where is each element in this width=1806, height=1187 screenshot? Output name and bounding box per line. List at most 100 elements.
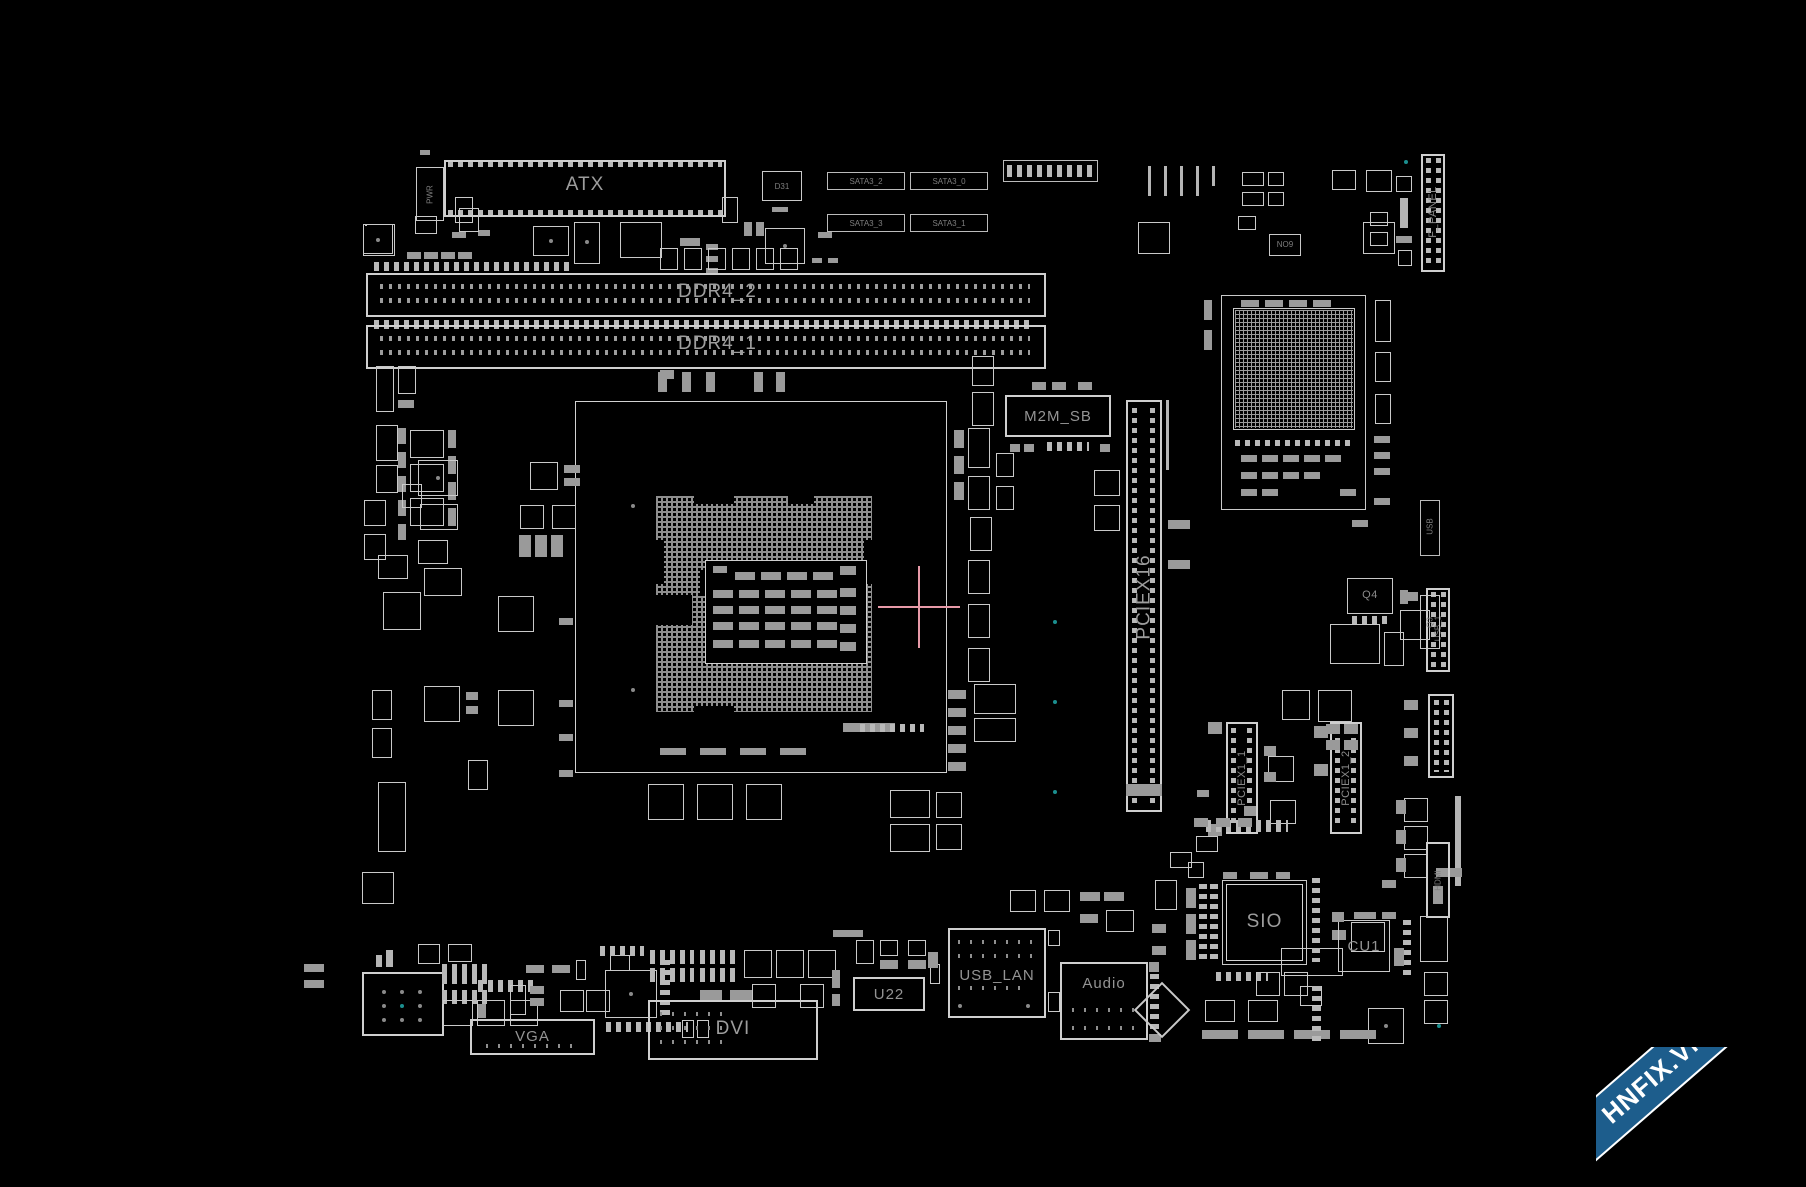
smd-pad — [1149, 1034, 1161, 1042]
smd-pad — [954, 456, 964, 474]
usb1-pins — [1431, 592, 1436, 668]
q3-label: Q3 — [1425, 617, 1435, 628]
ddr4-pin-pad — [776, 372, 785, 392]
smd-ic — [1242, 172, 1264, 186]
smd-ic — [970, 517, 992, 551]
vga-connector[interactable] — [470, 1019, 595, 1055]
smd-ic — [808, 950, 836, 978]
cpu-cap — [713, 590, 733, 598]
component-d31[interactable] — [762, 171, 802, 201]
atx-connector[interactable] — [444, 160, 726, 217]
ddr4-slot-1[interactable] — [366, 325, 1046, 369]
smd-pad — [552, 965, 570, 973]
cpu-cap — [739, 606, 759, 614]
smd-ic — [968, 604, 990, 638]
cpu-cap — [791, 590, 811, 598]
ddr4-slot-2-pads-top — [374, 262, 574, 271]
smd-pad — [832, 994, 840, 1006]
component-u22[interactable] — [853, 977, 925, 1011]
smd-pad-row — [600, 946, 644, 956]
smd-pad — [954, 482, 964, 500]
smd-ic — [1155, 880, 1177, 910]
sata-label-2: SATA3_0 — [932, 176, 966, 186]
audio-connector[interactable] — [1060, 962, 1148, 1040]
ddr4-slot-2[interactable] — [366, 273, 1046, 317]
smd-pad-column — [1312, 986, 1321, 1046]
cpu-cap — [840, 566, 856, 575]
cpu-cap — [765, 622, 785, 630]
crosshair-cursor[interactable] — [878, 566, 960, 648]
smd-pad — [559, 618, 573, 625]
pciex1-2-contacts-right — [1351, 728, 1356, 828]
m2-connector[interactable] — [1005, 395, 1111, 437]
smd-pad — [448, 508, 456, 526]
vrm-ic — [402, 484, 422, 508]
smd-ic — [1106, 910, 1134, 932]
smd-pad — [1186, 940, 1196, 960]
ddr4-slot-1-contacts-bottom — [380, 350, 1030, 355]
hdmi-connector[interactable] — [1426, 842, 1450, 918]
clock-generator[interactable] — [605, 970, 657, 1018]
component-cu1[interactable] — [1338, 920, 1390, 972]
cpu-socket-notch-top2 — [788, 490, 814, 504]
smd-pad — [1262, 489, 1278, 496]
net-highlight-dot — [1053, 700, 1057, 704]
component-q3[interactable] — [1420, 595, 1440, 649]
smd-pad-row — [478, 980, 534, 992]
smd-ic — [1205, 1000, 1235, 1022]
component-q4[interactable] — [1347, 578, 1393, 614]
smd-ic — [1094, 505, 1120, 531]
smd-pad — [908, 960, 926, 969]
pciex16-slot[interactable] — [1126, 400, 1162, 812]
sata-connector-4[interactable] — [910, 214, 988, 232]
usb2-pins — [1444, 700, 1449, 772]
smd-pad — [1186, 914, 1196, 934]
cpu-cap — [840, 606, 856, 615]
vga-label: VGA — [515, 1027, 550, 1045]
pciex1-1-contacts-left — [1231, 728, 1236, 828]
cpu-cap — [813, 572, 833, 580]
smd-pad — [466, 706, 478, 714]
ddr4-slot-2-label: DDR4_2 — [678, 281, 757, 302]
sata-connector-2[interactable] — [910, 172, 988, 190]
ps2-pin — [418, 990, 422, 994]
smd-pad — [948, 690, 966, 699]
sata-connector-1[interactable] — [827, 172, 905, 190]
f-panel-connector[interactable] — [1421, 154, 1445, 272]
smd-ic — [1370, 212, 1388, 226]
pcb-edge-trace — [1166, 400, 1169, 470]
smd-pad — [530, 986, 544, 994]
pciex1-slot-1[interactable] — [1226, 722, 1258, 834]
cpu-cap — [791, 606, 811, 614]
smd-pad — [948, 762, 966, 771]
smd-pad — [1354, 912, 1376, 919]
vrm-ic — [410, 498, 444, 526]
front-usb-header[interactable] — [1003, 160, 1098, 182]
usb-lan-connector[interactable] — [948, 928, 1046, 1018]
smd-pad — [1264, 772, 1276, 782]
sio-package[interactable] — [1222, 880, 1307, 965]
sata-connector-3[interactable] — [827, 214, 905, 232]
pciex1-slot-2[interactable] — [1330, 722, 1362, 834]
edge-header[interactable] — [1420, 500, 1440, 556]
mounting-pad-tr — [1138, 222, 1170, 254]
smd-pad — [478, 230, 490, 236]
smd-via — [1384, 1024, 1388, 1028]
cpu-socket-outline[interactable] — [575, 401, 947, 773]
mosfet — [648, 784, 684, 820]
dvi-connector[interactable] — [648, 1000, 818, 1060]
smd-pad — [398, 500, 406, 516]
bios-chip[interactable] — [1269, 234, 1301, 256]
usb-header-2[interactable] — [1428, 694, 1454, 778]
smd-pad — [780, 748, 806, 755]
smd-ic — [908, 940, 926, 956]
smd-pad — [1197, 790, 1209, 797]
usb-header-1[interactable] — [1426, 588, 1450, 672]
chipset-package[interactable] — [1221, 295, 1366, 510]
smd-pad — [478, 1004, 486, 1018]
smd-resistor — [376, 955, 382, 967]
pciex16-contacts-right — [1150, 408, 1155, 804]
u22-label: U22 — [873, 985, 905, 1003]
smd-pad — [559, 734, 573, 741]
